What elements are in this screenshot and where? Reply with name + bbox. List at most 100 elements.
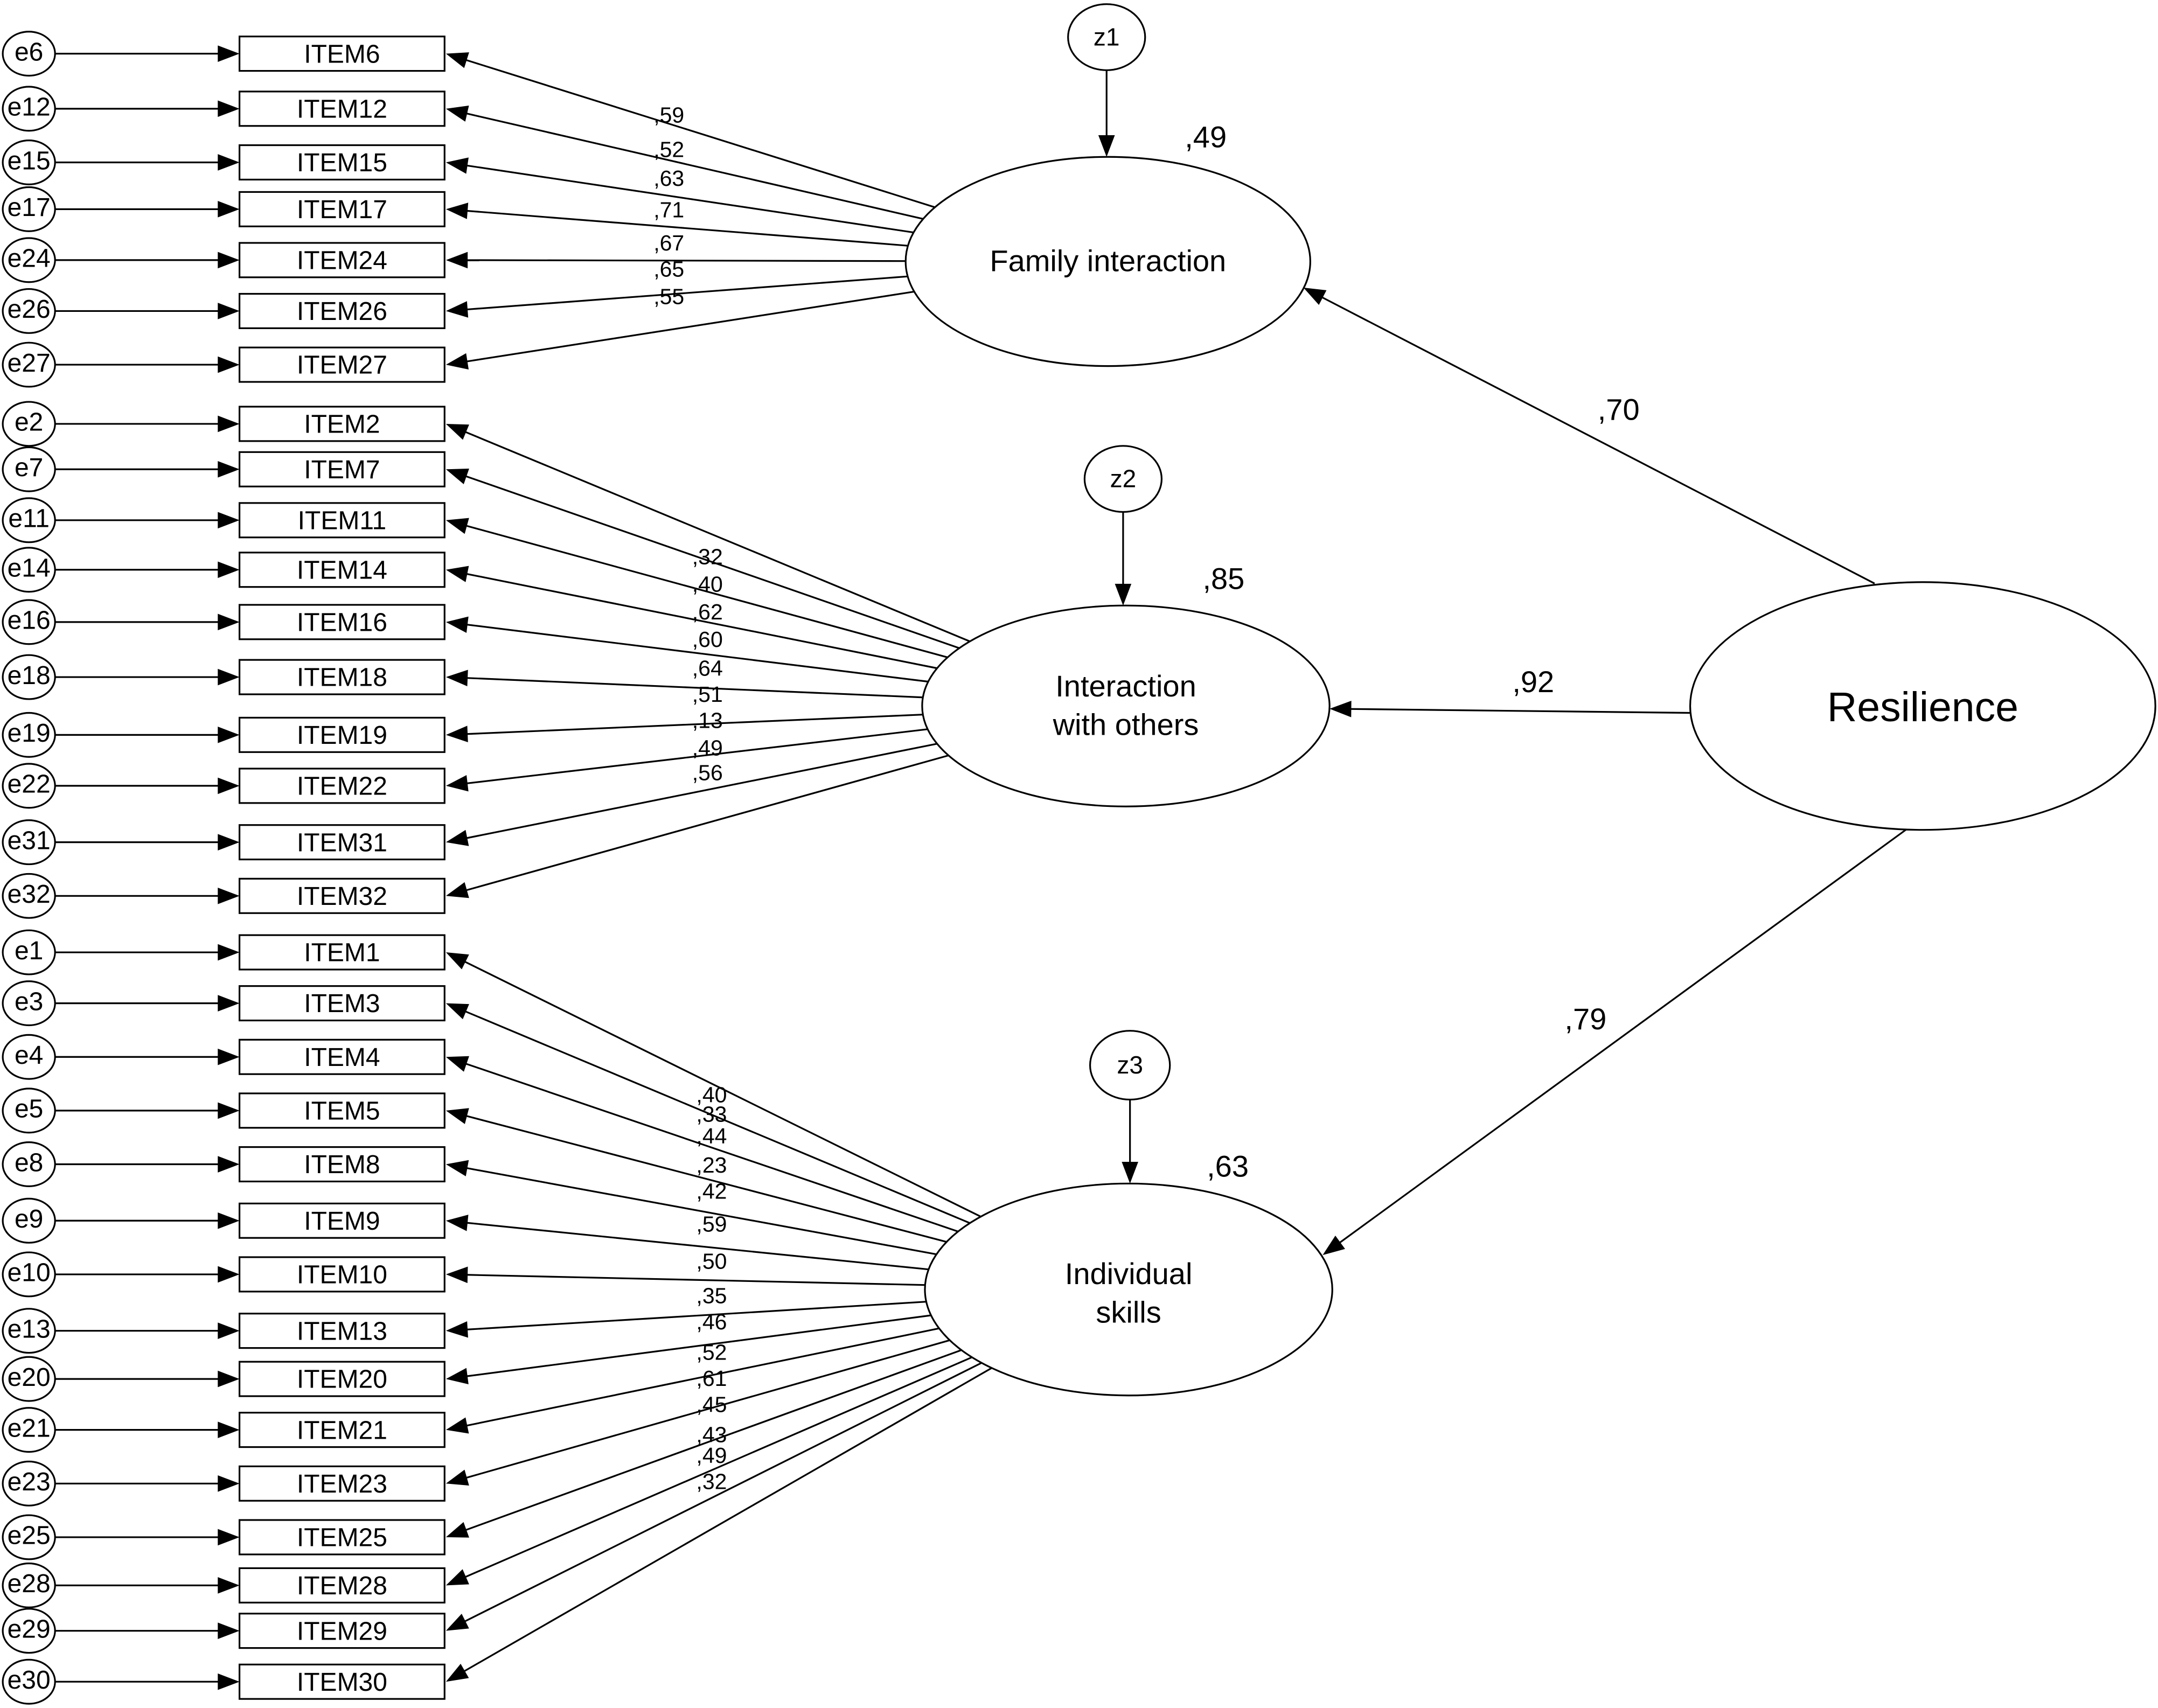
error-arrow-arrowhead — [218, 995, 240, 1012]
error-term-label: e2 — [15, 408, 43, 437]
loading-arrow-shaft — [465, 475, 960, 649]
item-label: ITEM6 — [304, 40, 380, 68]
structural-path-shaft — [1350, 708, 1690, 714]
disturbance-label: z1 — [1094, 23, 1120, 51]
disturbance-arrow-arrowhead — [1115, 583, 1132, 606]
loading-arrow-arrowhead — [445, 1160, 469, 1176]
loading-arrow-shaft — [466, 743, 937, 839]
loading-arrow-shaft — [464, 1010, 971, 1224]
loading-arrow-arrowhead — [445, 423, 469, 440]
item-label: ITEM8 — [304, 1151, 380, 1179]
loading-arrow-arrowhead — [445, 1368, 469, 1385]
item-box — [238, 824, 445, 861]
factor-ellipse-individual — [924, 1182, 1333, 1397]
loading-arrow-arrowhead — [445, 775, 469, 792]
loading-arrow-shaft — [465, 525, 948, 659]
root-factor-ellipse — [1689, 581, 2156, 831]
item-label: ITEM29 — [297, 1617, 387, 1646]
item-label: ITEM3 — [304, 989, 380, 1018]
loading-arrow-arrowhead — [445, 252, 468, 269]
loading-value: ,42 — [696, 1179, 727, 1203]
item-box — [238, 877, 445, 914]
loading-value: ,56 — [692, 761, 723, 785]
loading-value: ,52 — [653, 137, 684, 162]
item-box — [238, 934, 445, 971]
r-squared-value: ,85 — [1202, 562, 1244, 596]
error-arrow-arrowhead — [218, 512, 240, 529]
error-arrow-arrowhead — [218, 668, 240, 686]
error-term-label: e12 — [8, 93, 51, 122]
error-arrow-arrowhead — [218, 887, 240, 904]
loading-arrow-shaft — [463, 1367, 992, 1672]
error-arrow-arrowhead — [218, 1156, 240, 1173]
loading-arrow-arrowhead — [445, 726, 468, 742]
error-arrow-arrowhead — [218, 834, 240, 850]
item-box — [238, 1412, 445, 1448]
loading-arrow-arrowhead — [445, 1321, 468, 1338]
item-box — [238, 1038, 445, 1075]
item-label: ITEM21 — [297, 1416, 387, 1445]
error-arrow-arrowhead — [218, 1048, 240, 1065]
item-label: ITEM22 — [297, 772, 387, 801]
item-box — [238, 406, 445, 442]
item-box — [238, 1465, 445, 1502]
item-box — [238, 985, 445, 1022]
item-box — [238, 1256, 445, 1293]
loading-value: ,63 — [653, 166, 684, 191]
loading-value: ,46 — [696, 1309, 727, 1334]
error-term-label: e24 — [8, 245, 51, 273]
item-box — [238, 346, 445, 383]
item-box — [238, 1313, 445, 1349]
error-arrow-arrowhead — [218, 1421, 240, 1438]
item-label: ITEM25 — [297, 1524, 387, 1552]
item-box — [238, 768, 445, 804]
factor-ellipse-family — [904, 156, 1311, 367]
loading-arrow-arrowhead — [445, 952, 469, 970]
loading-arrow-arrowhead — [445, 670, 468, 687]
loading-value: ,13 — [692, 708, 723, 733]
error-term-label: e9 — [15, 1205, 43, 1233]
error-term-label: e25 — [8, 1522, 51, 1550]
item-box — [238, 451, 445, 487]
loading-value: ,52 — [696, 1340, 727, 1364]
structural-layer: Family interactionz1,49,70Interactionwit… — [904, 3, 2156, 1397]
loading-value: ,60 — [692, 627, 723, 652]
loading-arrow-shaft — [467, 677, 923, 699]
loading-arrow-arrowhead — [445, 882, 469, 898]
item-label: ITEM30 — [297, 1668, 387, 1697]
item-box — [238, 1202, 445, 1239]
error-arrow-arrowhead — [218, 201, 240, 218]
loading-arrow-shaft — [466, 210, 908, 247]
error-arrow-arrowhead — [218, 100, 240, 117]
structural-path-coefficient: ,92 — [1512, 665, 1554, 699]
loading-arrow-shaft — [464, 960, 981, 1218]
item-box — [238, 242, 445, 278]
factor-label: Individual — [1065, 1257, 1193, 1291]
loading-value: ,44 — [696, 1124, 727, 1148]
loading-arrow-arrowhead — [445, 1056, 469, 1072]
error-arrow-arrowhead — [218, 944, 240, 961]
error-term-label: e16 — [8, 606, 51, 635]
loading-arrow-arrowhead — [445, 203, 469, 219]
factor-ellipse-others — [921, 604, 1331, 807]
factor-label: Family interaction — [990, 243, 1226, 277]
error-arrow-arrowhead — [218, 1322, 240, 1339]
item-label: ITEM28 — [297, 1572, 387, 1600]
disturbance-label: z3 — [1117, 1051, 1143, 1079]
loading-arrow-shaft — [464, 1362, 982, 1622]
loading-arrow-arrowhead — [445, 105, 469, 122]
